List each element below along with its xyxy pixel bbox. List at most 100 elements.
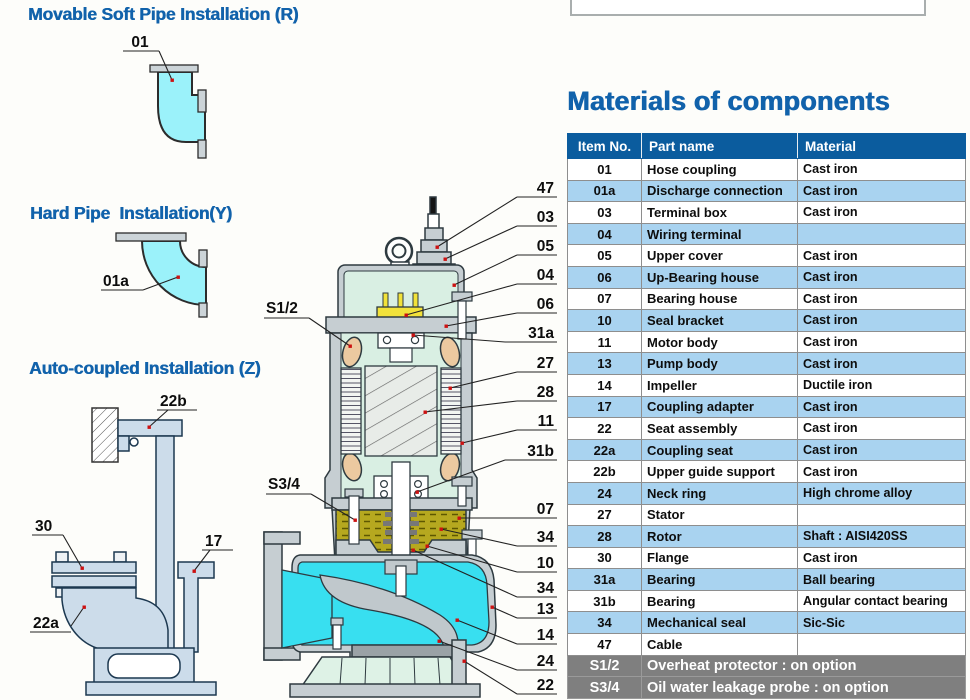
cell-part: Stator: [641, 503, 798, 527]
heading-auto-coupled: Auto-coupled Installation (Z): [29, 358, 261, 378]
cell-item: 27: [567, 503, 642, 527]
cell-item: 05: [567, 244, 642, 267]
callout-34-lower: 34: [537, 580, 555, 597]
cell-material: Cast iron: [797, 460, 966, 483]
cell-material: Cast iron: [797, 265, 966, 289]
cell-item: 03: [567, 201, 642, 224]
leader-dots: [80, 78, 494, 663]
cell-part: Bearing house: [641, 287, 798, 311]
cell-material: Cast iron: [797, 244, 966, 267]
callout-31a: 31a: [528, 325, 554, 342]
cell-item: S1/2: [567, 654, 642, 678]
cell-item: 07: [567, 287, 642, 311]
callout-17: 17: [205, 533, 222, 550]
cell-material: Cast iron: [797, 395, 966, 419]
callout-05: 05: [537, 238, 555, 255]
cell-part: Seat assembly: [641, 417, 798, 440]
cell-item: 01a: [567, 179, 642, 203]
cell-part: Terminal box: [641, 201, 798, 224]
cell-part: Impeller: [641, 373, 798, 397]
cell-item: 17: [567, 395, 642, 419]
heading-movable-soft-pipe: Movable Soft Pipe Installation (R): [28, 4, 299, 24]
cell-material: Cast iron: [797, 352, 966, 375]
materials-title: Materials of components: [567, 86, 890, 116]
cropped-frame: [570, 0, 926, 16]
cell-item: 22b: [567, 460, 642, 483]
cell-part: Upper cover: [641, 244, 798, 267]
cell-item: 28: [567, 525, 642, 548]
cell-part: Discharge connection: [641, 179, 798, 203]
cell-part: Bearing: [641, 568, 798, 591]
cell-item: 24: [567, 481, 642, 505]
hard-pipe-diagram: [115, 232, 208, 318]
cell-material: Shaft : AISI420SS: [797, 525, 966, 548]
cell-material: [797, 633, 966, 656]
cell-item: S3/4: [567, 676, 642, 699]
cell-item: 04: [567, 222, 642, 246]
callout-24: 24: [537, 653, 555, 670]
cell-part: Seal bracket: [641, 309, 798, 332]
cell-part: Neck ring: [641, 481, 798, 505]
callout-07: 07: [537, 501, 554, 518]
callout-s34: S3/4: [268, 476, 300, 493]
callout-22: 22: [537, 677, 554, 694]
diagrams-canvas: 01 01a 22b 30 17 22a S1/2 S3/4 47 03 05 …: [30, 34, 557, 698]
callout-28: 28: [537, 384, 555, 401]
cell-material: Cast iron: [797, 287, 966, 311]
callout-11: 11: [538, 413, 555, 430]
table-header-row: Item No. Part name Material: [567, 133, 966, 159]
col-part-name: Part name: [641, 133, 798, 159]
callout-s12: S1/2: [266, 300, 298, 317]
callout-01: 01: [131, 34, 149, 51]
cell-material: Cast iron: [797, 179, 966, 203]
cell-material: Ball bearing: [797, 568, 966, 591]
cell-part: Coupling seat: [641, 438, 798, 462]
cell-material: Cast iron: [797, 201, 966, 224]
cell-option-text: Overheat protector : on option: [641, 654, 966, 678]
cell-item: 10: [567, 309, 642, 332]
col-item-no: Item No.: [567, 133, 642, 159]
callout-lines: [30, 50, 557, 695]
callout-01a: 01a: [103, 273, 129, 290]
cell-material: Ductile iron: [797, 373, 966, 397]
cell-material: [797, 222, 966, 246]
cell-material: Cast iron: [797, 417, 966, 440]
cell-option-text: Oil water leakage probe : on option: [641, 676, 966, 699]
cell-part: Up-Bearing house: [641, 265, 798, 289]
cell-part: Mechanical seal: [641, 611, 798, 635]
callout-34-upper: 34: [537, 529, 555, 546]
cell-material: High chrome alloy: [797, 481, 966, 505]
cell-material: Cast iron: [797, 158, 966, 181]
cell-material: Cast iron: [797, 546, 966, 570]
cell-item: 11: [567, 330, 642, 354]
heading-hard-pipe: Hard Pipe Installation(Y): [30, 203, 232, 223]
cell-item: 31a: [567, 568, 642, 591]
callout-22a: 22a: [33, 615, 59, 632]
cell-material: [797, 503, 966, 527]
cell-part: Bearing: [641, 589, 798, 613]
cell-material: Sic-Sic: [797, 611, 966, 635]
cell-part: Coupling adapter: [641, 395, 798, 419]
cell-item: 01: [567, 158, 642, 181]
movable-pipe-diagram: [149, 64, 207, 159]
callout-06: 06: [537, 296, 555, 313]
cell-item: 47: [567, 633, 642, 656]
cell-item: 22: [567, 417, 642, 440]
callout-27: 27: [537, 355, 554, 372]
cell-part: Hose coupling: [641, 158, 798, 181]
cell-item: 31b: [567, 589, 642, 613]
